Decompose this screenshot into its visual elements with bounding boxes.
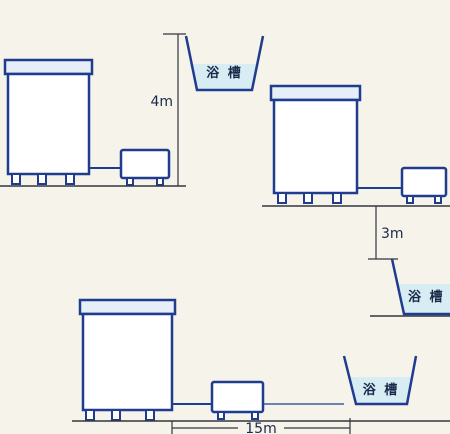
heat-pump-unit [119,148,171,186]
distance-label: 3m [381,226,404,242]
heat-pump-unit [400,166,448,204]
water-heater-tank [78,298,177,421]
bathtub-label: 浴 槽 [408,289,445,305]
distance-label: 4m [150,94,173,110]
bathtub: 浴 槽 [342,355,418,406]
scenario-bathtub-horizontal: 浴 槽 15m [72,298,450,434]
bathtub-label: 浴 槽 [206,65,243,81]
water-heater-tank [3,58,94,185]
scenario-bathtub-below: 3m 浴 槽 [262,84,450,317]
distance-label: 15m [245,421,276,434]
heat-pump-unit [210,380,265,420]
bathtub: 浴 槽 [184,35,265,92]
bathtub-label: 浴 槽 [363,382,400,398]
scenario-bathtub-above: 浴 槽 4m [0,33,265,187]
water-heater-tank [269,84,362,204]
bathtub: 浴 槽 [390,258,450,316]
